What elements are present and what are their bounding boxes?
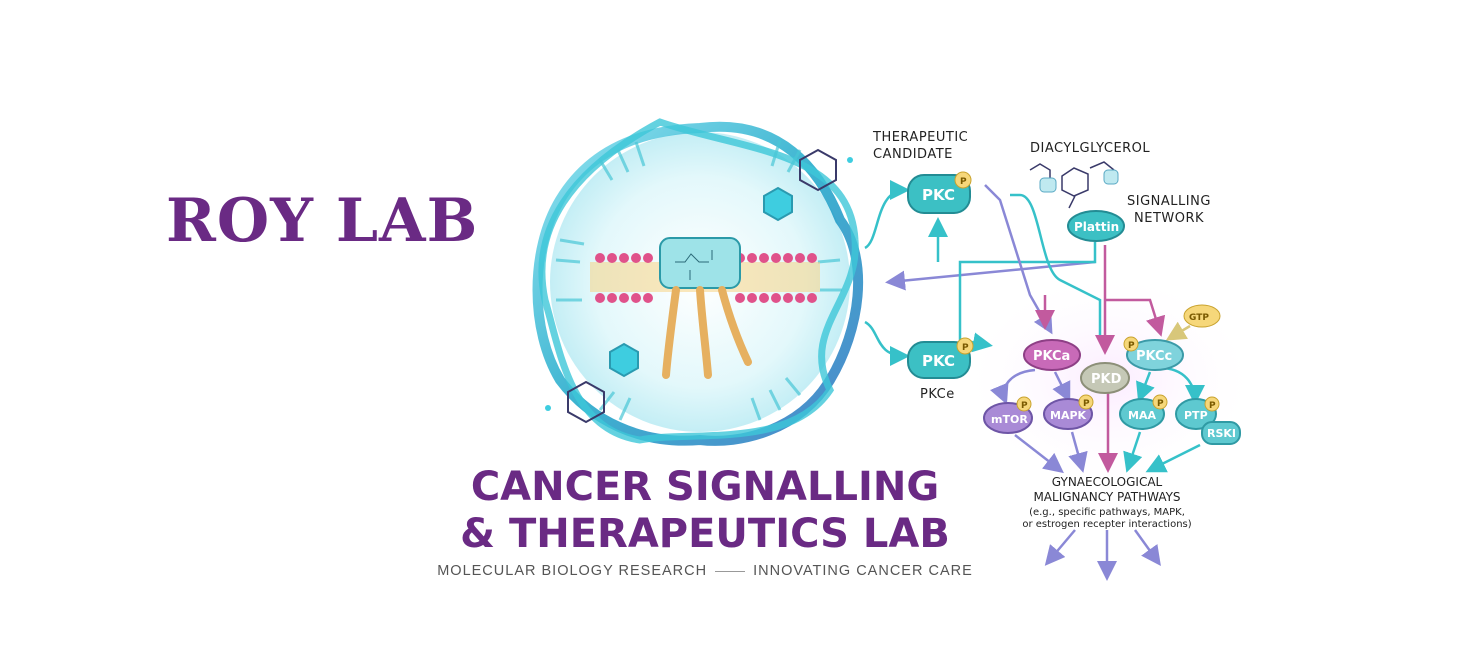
subtitle-divider <box>715 570 746 572</box>
svg-text:GTP: GTP <box>1189 313 1209 323</box>
therapeutic-label-1: THERAPEUTIC <box>872 130 968 145</box>
svg-text:PKCc: PKCc <box>1136 349 1172 364</box>
svg-text:RSKI: RSKI <box>1207 427 1236 440</box>
svg-text:P: P <box>1209 401 1216 411</box>
svg-text:P: P <box>1021 401 1028 411</box>
gtp-node: GTP <box>1183 304 1221 328</box>
mtor-node: mTOR P <box>983 396 1033 434</box>
pathway-line-2: MALIGNANCY PATHWAYS <box>1033 490 1180 504</box>
pkc-top-node: PKC P <box>907 171 972 214</box>
pathway-line-3: (e.g., specific pathways, MAPK, <box>1029 507 1185 518</box>
ptp-node: PTP P <box>1175 396 1220 430</box>
svg-text:Plattin: Plattin <box>1074 220 1119 234</box>
subtitle-left: MOLECULAR BIOLOGY RESEARCH <box>437 563 708 579</box>
pkd-node: PKD <box>1080 362 1130 394</box>
svg-text:PKC: PKC <box>922 352 955 370</box>
plattin-node: Plattin <box>1067 210 1125 242</box>
svg-text:P: P <box>962 343 969 353</box>
main-title-line-1: CANCER SIGNALLING <box>470 464 940 510</box>
svg-text:mTOR: mTOR <box>991 413 1028 426</box>
svg-text:MAA: MAA <box>1128 409 1156 422</box>
svg-text:P: P <box>960 177 967 187</box>
svg-text:PKC: PKC <box>922 186 955 204</box>
subtitle: MOLECULAR BIOLOGY RESEARCH INNOVATING CAN… <box>400 563 1010 579</box>
subtitle-right: INNOVATING CANCER CARE <box>753 563 973 579</box>
pathway-line-4: or estrogen recepter interactions) <box>1022 519 1191 530</box>
svg-text:P: P <box>1083 399 1090 409</box>
pathway-line-1: GYNAECOLOGICAL <box>1052 475 1163 489</box>
dag-label: DIACYLGLYCEROL <box>1030 141 1150 156</box>
brand-logo-text: ROY LAB <box>166 186 479 256</box>
svg-text:PKD: PKD <box>1091 372 1122 387</box>
signalling-label-1: SIGNALLING <box>1127 194 1211 209</box>
svg-text:MAPK: MAPK <box>1050 409 1087 422</box>
maa-node: MAA P <box>1119 394 1168 430</box>
mapk-node: MAPK P <box>1043 394 1094 430</box>
svg-text:PKCa: PKCa <box>1033 349 1070 364</box>
svg-text:P: P <box>1128 341 1135 351</box>
pkca-node: PKCa <box>1023 339 1081 371</box>
therapeutic-label-2: CANDIDATE <box>873 147 953 162</box>
main-title-line-2: & THERAPEUTICS LAB <box>460 511 950 557</box>
svg-text:PTP: PTP <box>1184 409 1208 422</box>
pkc-bottom-node: PKC P <box>907 337 974 379</box>
signalling-label-2: NETWORK <box>1134 211 1204 226</box>
pkcc-node: PKCc P <box>1123 336 1184 371</box>
pkce-caption: PKCe <box>920 387 955 402</box>
svg-text:P: P <box>1157 399 1164 409</box>
rski-node: RSKI <box>1201 421 1241 445</box>
dna-ring <box>532 118 864 446</box>
